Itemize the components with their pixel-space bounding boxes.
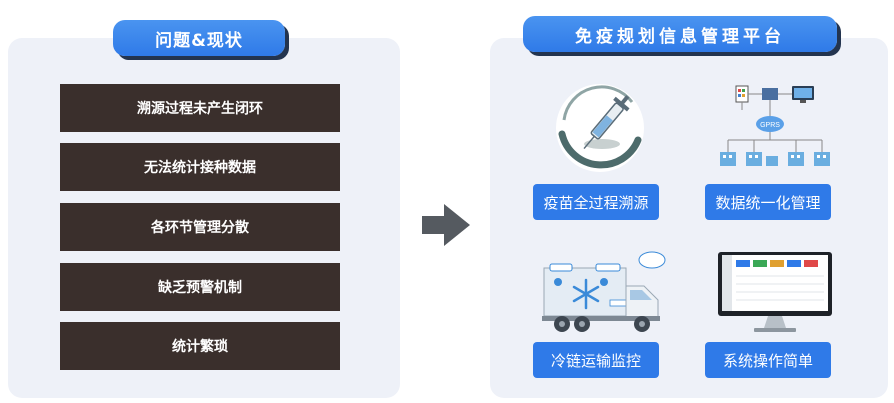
- problem-item: 无法统计接种数据: [60, 143, 340, 191]
- problem-item: 统计繁琐: [60, 322, 340, 370]
- refrigerated-truck-icon: [542, 251, 666, 332]
- network-diagram-icon: GPRS: [720, 85, 830, 166]
- feature-label-data-management: 数据统一化管理: [705, 184, 831, 220]
- feature-label-cold-chain: 冷链运输监控: [533, 342, 659, 378]
- syringe-icon: [556, 84, 644, 172]
- problem-item: 各环节管理分散: [60, 203, 340, 251]
- feature-label-traceability: 疫苗全过程溯源: [533, 184, 659, 220]
- gprs-label: GPRS: [760, 122, 780, 129]
- feature-label-simple-operation: 系统操作简单: [705, 342, 831, 378]
- problem-item: 缺乏预警机制: [60, 263, 340, 311]
- monitor-dashboard-icon: [718, 252, 832, 332]
- platform-title: 免疫规划信息管理平台: [523, 16, 837, 52]
- problems-title: 问题&现状: [113, 20, 285, 56]
- problem-item: 溯源过程未产生闭环: [60, 84, 340, 132]
- arrow-right-icon: [422, 204, 470, 246]
